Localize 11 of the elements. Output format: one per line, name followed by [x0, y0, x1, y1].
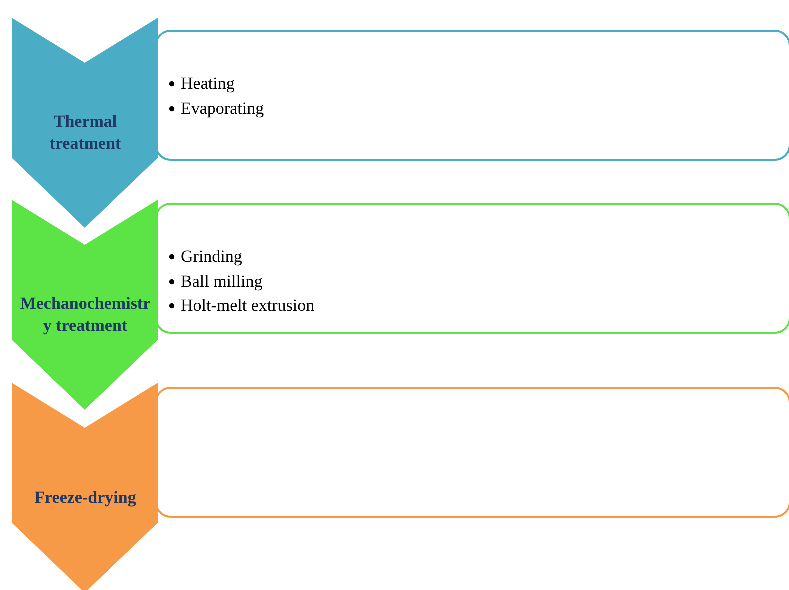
content-box	[155, 30, 789, 161]
bullet-text: Ball milling	[181, 270, 263, 293]
chevron-label: Freeze-drying	[34, 487, 136, 509]
content-box	[155, 387, 789, 518]
bullet-text: Holt-melt extrusion	[181, 295, 315, 317]
chevron-label: Thermal treatment	[48, 111, 122, 155]
chevron-label: Mechanochemistry treatment	[20, 293, 151, 337]
content-box	[155, 203, 789, 334]
bullet-text: Evaporating	[181, 98, 264, 120]
bullet-text: Heating	[181, 73, 235, 95]
bullet-text: Grinding	[181, 246, 242, 268]
